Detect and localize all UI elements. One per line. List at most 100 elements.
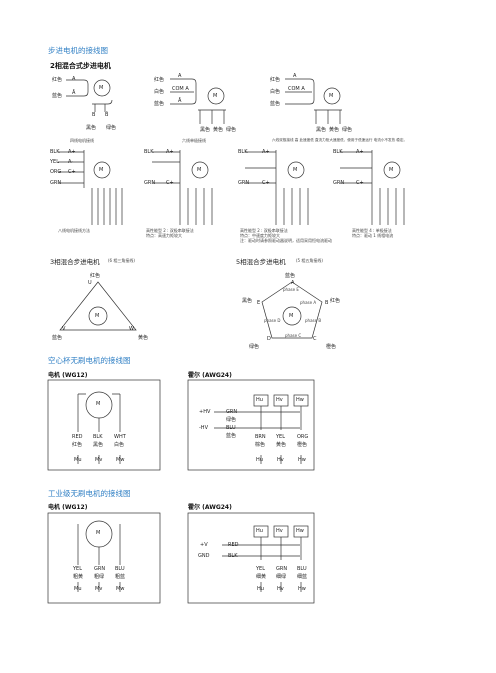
three-phase-u: U — [88, 280, 92, 286]
three-phase-m: M — [95, 313, 100, 319]
six-lead-2-yellow: 黄色 — [329, 127, 340, 133]
four-lead-a-bar: Ā — [72, 90, 76, 96]
five-phase-phase-d-label: phase D — [264, 318, 281, 323]
five-phase-motor — [282, 306, 302, 326]
industrial-hall-wire-2-name: 细绿 — [276, 574, 287, 580]
stepper-section-title: 步进电机的接线图 — [48, 46, 108, 55]
industrial-wire-3-term: Mw — [116, 586, 125, 592]
industrial-hall-wires — [222, 537, 302, 592]
p3-blk: BLK — [333, 149, 343, 155]
five-phase-green: 绿色 — [249, 344, 260, 350]
five-phase-pentagon — [261, 281, 323, 339]
p2-a-plus: A+ — [262, 149, 270, 155]
five-phase-a: A — [291, 280, 295, 286]
three-phase-note: (6 相三角接线) — [108, 258, 135, 263]
p3-a-plus: A+ — [356, 149, 364, 155]
p3-coils-a — [340, 150, 373, 188]
industrial-motor-terms — [77, 582, 121, 592]
industrial-hall-plus-v: +V — [200, 542, 208, 548]
eight-a-minus: A- — [68, 159, 74, 165]
eight-blk: BLK — [50, 149, 60, 155]
four-lead-coil-a — [66, 79, 89, 97]
three-phase-title: 3相混合步进电机 — [50, 258, 100, 266]
four-lead-b-bar: B̄ — [105, 112, 109, 118]
five-phase-title: 5相混合步进电机 — [236, 258, 286, 266]
five-phase-black: 黑色 — [242, 298, 253, 304]
p2-caption: 高性能型 2 : 双极串联接法 — [240, 228, 288, 233]
five-phase-phase-c-label: phase C — [285, 333, 302, 338]
three-phase-motor — [88, 306, 108, 326]
p1-motor — [191, 161, 209, 179]
five-phase-phase-e-label: phase E — [283, 287, 299, 292]
coreless-hall-wire-2-name: 黄色 — [276, 442, 287, 448]
p2-grn: GRN — [238, 180, 250, 186]
coreless-hall-wire-1-term: Hu — [256, 457, 263, 463]
eight-lead-motor — [93, 161, 111, 179]
six-lead-a-bar: Ā — [178, 98, 182, 104]
five-phase-red: 红色 — [330, 298, 341, 304]
industrial-hall-box — [187, 512, 315, 604]
industrial-wire-1-term: Mu — [74, 586, 82, 592]
coreless-wire-2-name: 黑色 — [93, 442, 104, 448]
industrial-hall-wire-2-term: Hv — [277, 586, 284, 592]
coreless-hall-wire-3-term: Hw — [298, 457, 306, 463]
p1-caption2: 特点：高速力矩较大 — [146, 233, 182, 238]
p2-m: M — [293, 167, 298, 173]
p2-c-plus: C+ — [262, 180, 270, 186]
coreless-hall-wires — [214, 406, 302, 464]
p1-m: M — [197, 167, 202, 173]
four-lead-m: M — [99, 85, 104, 91]
coreless-hall-minus-hv: -HV — [199, 425, 208, 431]
industrial-hall-wire-3-code: BLU — [297, 566, 307, 572]
six-lead-2-red: 红色 — [270, 77, 281, 83]
coreless-hall-hv: Hv — [276, 397, 283, 403]
six-lead-m: M — [213, 93, 218, 99]
six-lead-2-green: 绿色 — [342, 127, 353, 133]
p2-caption2: 特点：中速度力矩较大 — [240, 233, 280, 238]
industrial-hall-gnd: GND — [198, 553, 210, 559]
p1-a-plus: A+ — [166, 149, 174, 155]
six-lead-2-coil-b — [314, 109, 342, 124]
eight-lead-coils-a — [58, 150, 85, 188]
four-lead-motor — [93, 79, 111, 97]
industrial-hall-hu: Hu — [256, 528, 263, 534]
industrial-motor-title: 电机 (WG12) — [48, 504, 88, 511]
p2-caption3: 注：驱动时请参照驱动器说明，适用采用恒电流驱动 — [240, 238, 332, 243]
six-lead-2-black: 黑色 — [316, 127, 327, 133]
six-lead-2-white: 白色 — [270, 89, 281, 95]
three-phase-v: V — [62, 326, 66, 332]
coreless-hall-wire-1-name: 棕色 — [255, 442, 266, 448]
three-phase-yellow: 黄色 — [138, 335, 149, 341]
two-phase-title: 2相混合式步进电机 — [50, 62, 111, 70]
six-lead-coil-b — [198, 109, 226, 124]
coreless-wire-1-name: 红色 — [72, 442, 83, 448]
coreless-motor-wires — [77, 393, 121, 432]
p1-grn: GRN — [144, 180, 156, 186]
six-lead-yellow: 黄色 — [213, 127, 224, 133]
coreless-hall-box — [187, 379, 315, 471]
industrial-motor-wires — [77, 524, 121, 565]
industrial-hall-hw: Hw — [296, 528, 304, 534]
six-lead-green: 绿色 — [226, 127, 237, 133]
five-phase-orange: 橙色 — [326, 344, 337, 350]
five-phase-note: (5 相五角接线) — [296, 258, 323, 263]
p2-motor — [287, 161, 305, 179]
six-lead-black: 黑色 — [200, 127, 211, 133]
six-lead-2-motor — [323, 87, 341, 105]
four-lead-b: B — [92, 112, 96, 118]
coreless-hall-hu: Hu — [256, 397, 263, 403]
coreless-wire-3-name: 白色 — [114, 442, 125, 448]
six-lead-2-caption: 六线双极接线 高 此速度低 直流力矩大速度低，使用于低速运行 电流小不发热 稳定… — [272, 138, 408, 142]
p2-blk: BLK — [238, 149, 248, 155]
six-lead-2-blue: 蓝色 — [270, 101, 281, 107]
coreless-wire-3-term: Mw — [116, 457, 125, 463]
coreless-motor-box — [47, 379, 161, 471]
coreless-hall-grn-name: 绿色 — [226, 417, 237, 423]
eight-a-plus: A+ — [68, 149, 76, 155]
six-lead-white: 白色 — [154, 89, 165, 95]
five-phase-m: M — [289, 313, 294, 319]
coreless-hall-wire-2-term: Hv — [277, 457, 284, 463]
p3-coils-b — [371, 188, 405, 225]
five-phase-b: B — [325, 300, 329, 306]
coreless-hall-title: 霍尔 (AWG24) — [188, 372, 232, 379]
